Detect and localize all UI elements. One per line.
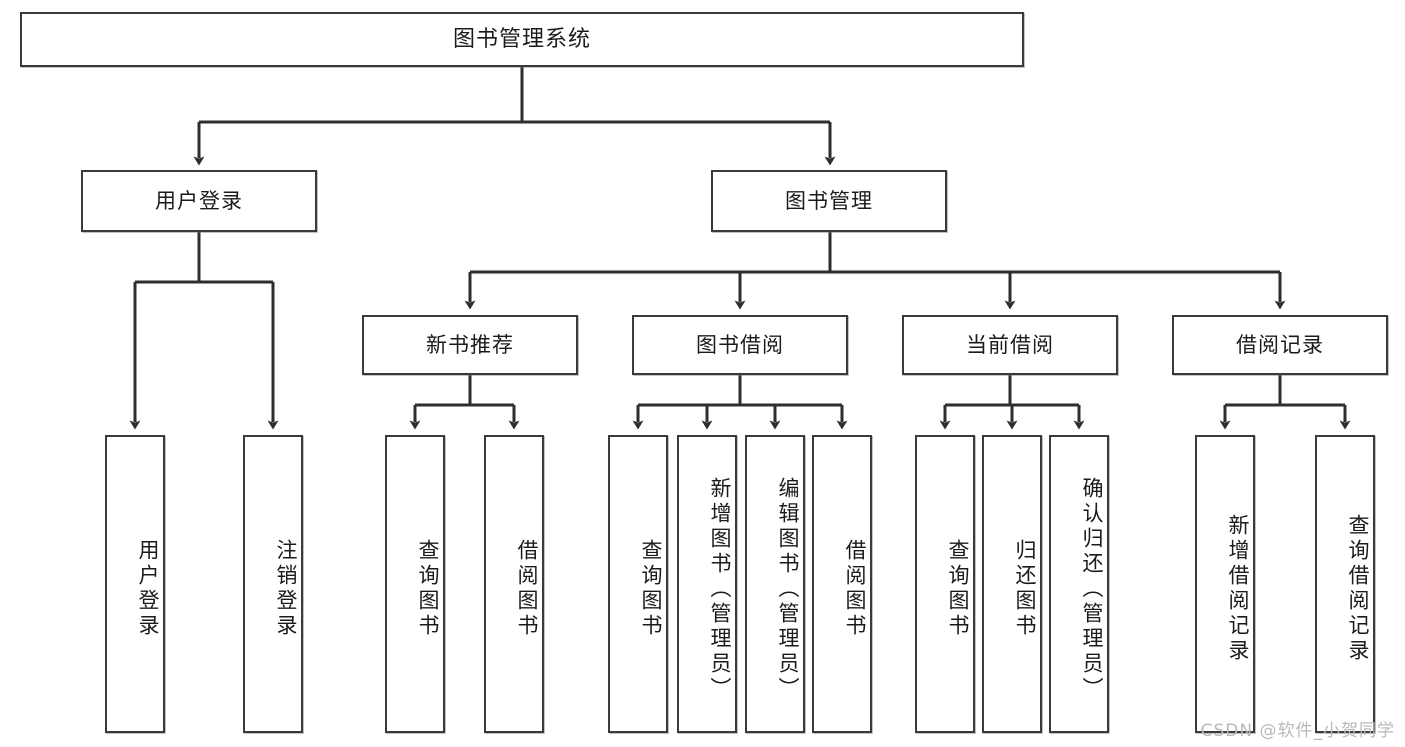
node-leaf-user-logout[interactable]: 注销登录 <box>243 435 303 733</box>
node-leaf-query-borrow-record[interactable]: 查询借阅记录 <box>1315 435 1375 733</box>
node-book-borrow[interactable]: 图书借阅 <box>632 315 848 375</box>
node-leaf-query-borrow-record-label: 查询借阅记录 <box>1346 514 1370 664</box>
node-leaf-query-book-borrow[interactable]: 查询图书 <box>608 435 668 733</box>
node-borrow-records-label: 借阅记录 <box>1236 332 1324 357</box>
node-current-borrow[interactable]: 当前借阅 <box>902 315 1118 375</box>
node-leaf-edit-book-admin-label: 编辑图书（管理员） <box>776 476 800 702</box>
node-leaf-edit-book-admin[interactable]: 编辑图书（管理员） <box>745 435 805 733</box>
node-leaf-user-logout-label: 注销登录 <box>274 539 298 639</box>
node-leaf-add-book-admin[interactable]: 新增图书（管理员） <box>677 435 737 733</box>
node-leaf-borrow-book[interactable]: 借阅图书 <box>812 435 872 733</box>
node-new-book-recommend[interactable]: 新书推荐 <box>362 315 578 375</box>
node-leaf-borrow-book-recommend-label: 借阅图书 <box>515 539 539 639</box>
node-leaf-add-borrow-record-label: 新增借阅记录 <box>1226 514 1250 664</box>
node-leaf-borrow-book-recommend[interactable]: 借阅图书 <box>484 435 544 733</box>
node-leaf-borrow-book-label: 借阅图书 <box>843 539 867 639</box>
node-leaf-return-book-label: 归还图书 <box>1013 539 1037 639</box>
node-root-label: 图书管理系统 <box>452 26 591 52</box>
node-book-borrow-label: 图书借阅 <box>696 332 784 357</box>
node-leaf-user-login-label: 用户登录 <box>136 539 160 639</box>
node-borrow-records[interactable]: 借阅记录 <box>1172 315 1388 375</box>
node-leaf-query-book-current-label: 查询图书 <box>946 539 970 639</box>
node-leaf-confirm-return-admin[interactable]: 确认归还（管理员） <box>1049 435 1109 733</box>
node-leaf-user-login[interactable]: 用户登录 <box>105 435 165 733</box>
node-leaf-query-book-current[interactable]: 查询图书 <box>915 435 975 733</box>
node-leaf-query-book-recommend[interactable]: 查询图书 <box>385 435 445 733</box>
node-current-borrow-label: 当前借阅 <box>966 332 1054 357</box>
node-root[interactable]: 图书管理系统 <box>20 12 1024 67</box>
node-new-book-recommend-label: 新书推荐 <box>426 332 514 357</box>
node-leaf-return-book[interactable]: 归还图书 <box>982 435 1042 733</box>
node-leaf-confirm-return-admin-label: 确认归还（管理员） <box>1080 476 1104 702</box>
node-leaf-query-book-borrow-label: 查询图书 <box>639 539 663 639</box>
node-leaf-add-book-admin-label: 新增图书（管理员） <box>708 476 732 702</box>
node-book-management[interactable]: 图书管理 <box>711 170 947 232</box>
watermark: CSDN @软件_小贺同学 <box>1200 721 1395 741</box>
node-user-login-label: 用户登录 <box>155 188 243 213</box>
node-leaf-query-book-recommend-label: 查询图书 <box>416 539 440 639</box>
node-leaf-add-borrow-record[interactable]: 新增借阅记录 <box>1195 435 1255 733</box>
node-book-management-label: 图书管理 <box>785 188 873 213</box>
node-user-login[interactable]: 用户登录 <box>81 170 317 232</box>
